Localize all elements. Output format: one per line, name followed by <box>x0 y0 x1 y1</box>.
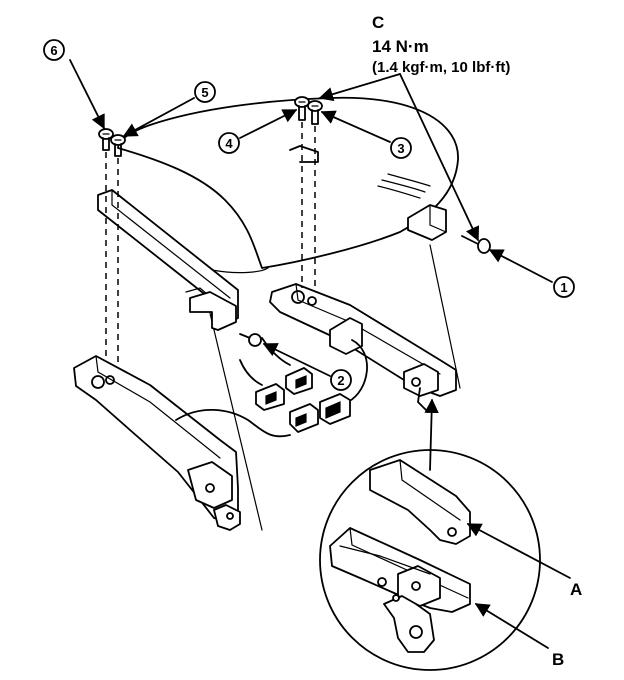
right-upper-bracket <box>407 204 447 241</box>
bolt-guide-lines <box>105 122 316 362</box>
connector-right <box>319 393 351 425</box>
callout-2: 2 <box>330 369 352 391</box>
connector-middle <box>289 403 319 433</box>
torque-line-2: (1.4 kgf·m, 10 lbf·ft) <box>372 59 510 76</box>
callout-arrows <box>69 59 553 471</box>
svg-text:1: 1 <box>560 280 567 295</box>
bolt-2 <box>239 333 262 347</box>
seat-cushion-outline <box>117 96 461 531</box>
bolt-6 <box>98 128 114 151</box>
left-upper-rail <box>97 189 239 331</box>
svg-text:3: 3 <box>397 141 404 156</box>
bolt-1 <box>461 235 491 254</box>
callout-4: 4 <box>218 132 240 154</box>
bolt-3 <box>307 100 323 125</box>
label-a: A <box>570 580 582 599</box>
callout-5: 5 <box>194 81 216 103</box>
connector-upper <box>285 367 313 395</box>
svg-text:6: 6 <box>50 43 57 58</box>
small-clip <box>289 145 319 163</box>
callout-1: 1 <box>553 276 575 298</box>
svg-text:5: 5 <box>201 85 208 100</box>
wire-harness <box>175 337 368 438</box>
svg-text:2: 2 <box>337 373 344 388</box>
detail-magnifier <box>319 449 571 671</box>
right-middle-rail <box>269 283 457 413</box>
callout-3: 3 <box>390 137 412 159</box>
torque-line-1: 14 N·m <box>372 37 429 56</box>
left-lower-rail <box>73 355 241 531</box>
label-c: C <box>372 13 384 32</box>
connector-left <box>255 383 285 411</box>
callout-6: 6 <box>43 39 65 61</box>
bolt-4 <box>294 96 310 121</box>
svg-text:4: 4 <box>225 136 233 151</box>
bolt-5 <box>110 134 126 157</box>
label-b: B <box>552 650 564 669</box>
